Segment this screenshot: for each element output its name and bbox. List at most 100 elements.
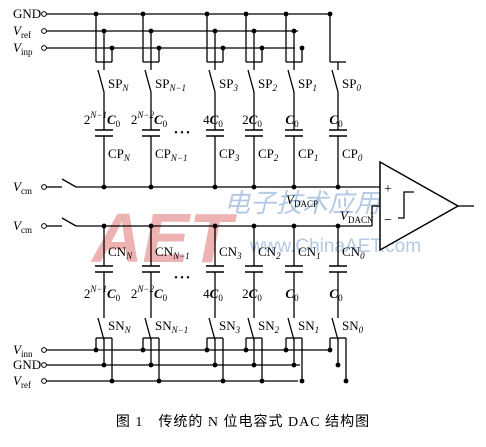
rail-tap-dot [156,45,162,51]
watermark-logo: AET [90,199,237,277]
label-subscript: N−1 [172,251,190,261]
cap-unit-subscript: 0 [116,119,121,129]
switch-label: SN2 [258,318,280,335]
label-base: SN [155,318,172,333]
capacitor-label: CN0 [342,244,365,261]
switch-blade [97,69,105,93]
label-subscript: 0 [358,153,363,163]
rail-tap-dot [251,28,257,34]
capacitor-value: C0 [329,112,343,129]
switch-blade [287,69,295,93]
rail-tap-dot [251,362,257,368]
capacitor-label: CN3 [219,244,242,261]
cap-exponent: N−2 [136,110,154,120]
label-subscript: 3 [235,325,241,335]
rail-tap-dot [109,45,115,51]
cap-coefficient: 4 [203,286,210,301]
label-base: CP [108,146,124,161]
label-subscript: 3 [232,83,238,93]
label-base: GND [13,357,41,372]
switch-blade [208,69,216,93]
label-base: SP [219,76,233,91]
label-subscript: inn [21,349,33,359]
label-base: V [13,23,23,38]
cap-exponent: N−2 [136,284,154,294]
capacitor-value: 2C0 [242,286,262,303]
rail-tap-dot [101,362,107,368]
vcm-top-terminal [41,184,47,190]
rail-tap-dot [140,347,146,353]
rail-tap-dot [243,11,249,17]
cap-unit-subscript: 0 [294,119,299,129]
vcm-bottom-terminal [41,223,47,229]
rail-tap-dot [220,378,226,384]
label-base: SN [342,318,359,333]
figure-caption: 图 1 传统的 N 位电容式 DAC 结构图 [115,415,371,430]
label-base: V [13,342,23,357]
capacitor-value: 2N−2C0 [131,110,168,129]
capacitor-value: 2N−2C0 [131,284,168,303]
rail-bottom-label: GND [13,357,41,372]
cap-coefficient: 2 [242,286,249,301]
label-base: SP [298,76,312,91]
switch-blade [144,69,152,93]
label-base: SN [219,318,236,333]
switch-blade [97,317,105,341]
label-base: CP [258,146,274,161]
vcm-bottom-label: Vcm [13,218,32,235]
cap-unit: C [154,112,163,127]
label-subscript: N [125,251,133,261]
label-base: SN [258,318,275,333]
capacitor-value: C0 [329,286,343,303]
watermark-slogan: 电子技术应用 [224,188,383,218]
rail-top-label: Vinp [13,40,33,57]
switch-blade [208,317,216,341]
rail-top-terminal [41,45,47,51]
switch-label: SP3 [219,76,238,93]
rail-bottom-label: Vref [13,373,31,390]
cap-coefficient: 2 [242,112,249,127]
rail-tap-dot [291,28,297,34]
label-base: SP [155,76,169,91]
switch-blade [331,69,339,93]
label-subscript: N−1 [171,325,189,335]
rail-tap-dot [220,45,226,51]
capacitor-label: CP0 [342,146,363,163]
switch-label: SP1 [298,76,317,93]
vcm-top-switch [61,178,77,188]
cap-unit-subscript: 0 [218,293,223,303]
label-base: GND [13,6,41,21]
capacitor-value: 2N−1C0 [84,284,121,303]
cap-coefficient: 2 [131,112,138,127]
label-base: SN [298,318,315,333]
cap-unit-subscript: 0 [218,119,223,129]
capacitor-value: 4C0 [203,112,223,129]
label-subscript: 3 [236,251,242,261]
cap-unit: C [249,286,258,301]
cap-unit-subscript: 0 [338,119,343,129]
rail-tap-dot [299,378,305,384]
label-base: V [13,40,23,55]
capacitor-label: CP2 [258,146,279,163]
ellipsis: • • • [174,128,190,139]
label-subscript: 1 [315,325,320,335]
rail-top-label: GND [13,6,41,21]
rail-top-terminal [41,11,47,17]
rail-tap-dot [327,11,333,17]
comparator-minus: − [384,213,392,228]
cap-unit-subscript: 0 [116,293,121,303]
rail-tap-dot [93,347,99,353]
label-base: CN [342,244,361,259]
rail-bottom-terminal [41,347,47,353]
label-subscript: 0 [360,251,365,261]
rail-tap-dot [343,378,349,384]
rail-tap-dot [156,378,162,384]
labels: GNDVrefVinpVinnGNDVrefSPN2N−1C0CPNCNN2N−… [13,6,392,390]
switch-blade [144,317,152,341]
switch-blade [247,317,255,341]
switch-label: SP0 [342,76,361,93]
capacitor-label: CN1 [298,244,321,261]
cap-coefficient: 2 [84,286,91,301]
